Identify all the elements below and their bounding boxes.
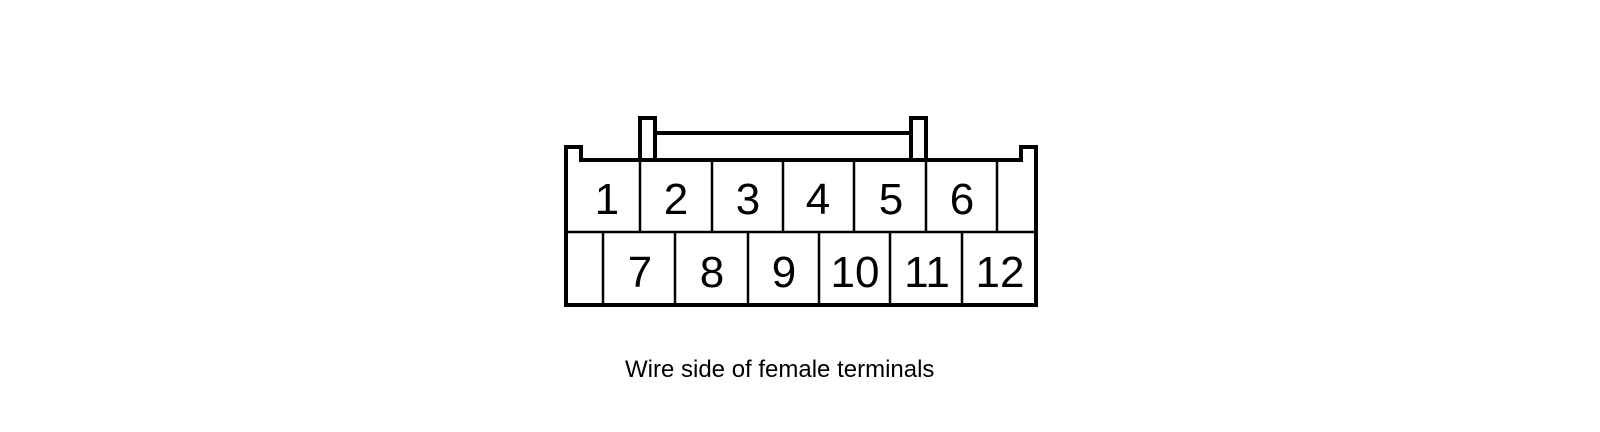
bottom-row-dividers	[601, 232, 964, 305]
pin-label: 9	[772, 248, 796, 297]
pin-label: 5	[879, 175, 903, 224]
top-row-dividers	[638, 160, 999, 232]
pin-label: 12	[976, 248, 1025, 297]
diagram-caption: Wire side of female terminals	[625, 356, 934, 383]
pin-label: 2	[664, 175, 688, 224]
connector-housing-outline	[564, 145, 1038, 307]
pin-label: 3	[736, 175, 760, 224]
pin-label: 11	[904, 248, 950, 297]
locking-tab	[638, 116, 928, 162]
pin-label: 10	[831, 248, 880, 297]
pin-label: 4	[806, 175, 830, 224]
pin-label: 6	[950, 175, 974, 224]
pin-label: 7	[628, 248, 652, 297]
pin-label: 1	[595, 175, 619, 224]
pin-label: 8	[700, 248, 724, 297]
